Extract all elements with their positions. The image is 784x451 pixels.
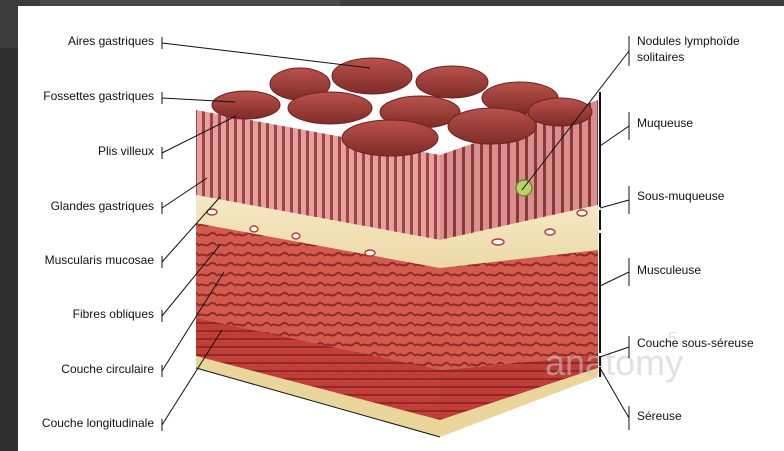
label-glandes-gastriques: Glandes gastriques — [51, 199, 154, 213]
label-couche-longitudinale: Couche longitudinale — [42, 416, 154, 430]
label-sereuse: Séreuse — [637, 409, 682, 423]
label-musculeuse: Musculeuse — [637, 263, 701, 277]
leader-musculeuse — [600, 258, 629, 286]
label-fossettes-gastriques: Fossettes gastriques — [43, 89, 154, 103]
leader-longitudinale — [162, 330, 222, 431]
left-labels: Aires gastriques Fossettes gastriques Pl… — [42, 34, 154, 430]
label-nodules-line1: Nodules lymphoïde — [637, 34, 740, 48]
front-face — [196, 110, 440, 437]
label-couche-circulaire: Couche circulaire — [61, 362, 154, 376]
label-couche-sous-sereuse: Couche sous-séreuse — [637, 336, 754, 350]
label-nodules-line2: solitaires — [637, 50, 684, 64]
leader-aires — [162, 37, 370, 68]
leader-sous-muqueuse — [600, 186, 629, 214]
side-face — [440, 100, 598, 437]
label-plis-villeux: Plis villeux — [98, 144, 154, 158]
label-muscularis-mucosae: Muscularis mucosae — [45, 253, 155, 267]
leader-muqueuse — [600, 112, 629, 146]
label-muqueuse: Muqueuse — [637, 116, 693, 130]
label-sous-muqueuse: Sous-muqueuse — [637, 189, 725, 203]
label-aires-gastriques: Aires gastriques — [68, 34, 154, 48]
label-fibres-obliques: Fibres obliques — [73, 307, 154, 321]
